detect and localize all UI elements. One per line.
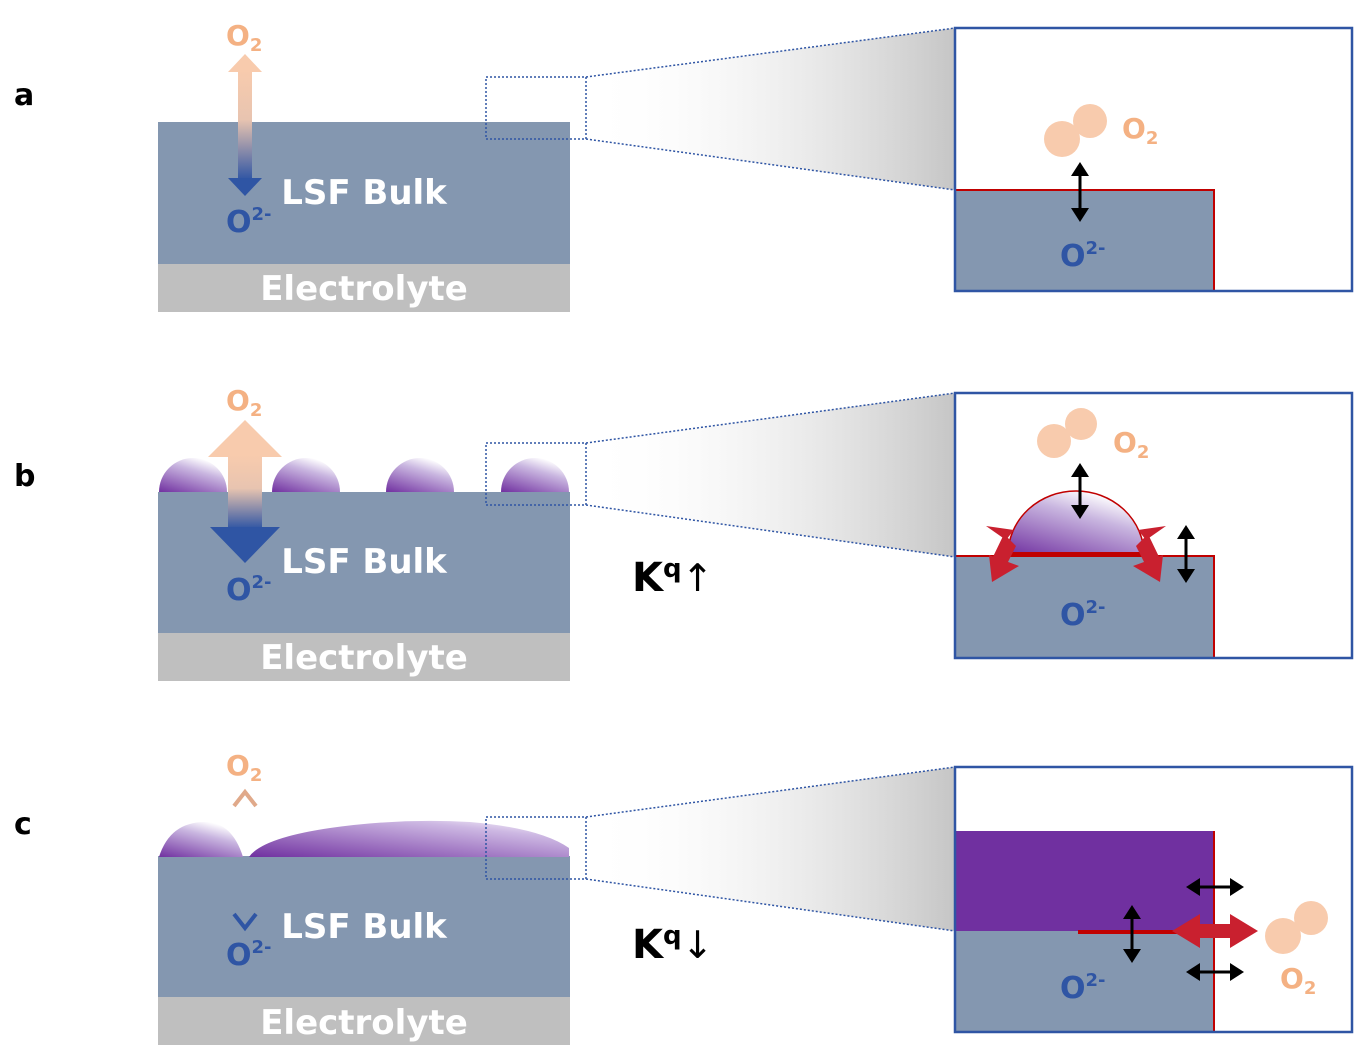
precipitate-dome [159,822,243,857]
oxygen-atom [1265,918,1301,954]
o2-label: O2 [226,384,262,421]
zoom-o2-label: O2 [1113,426,1149,463]
lsf-bulk-block [158,856,570,997]
oxygen-atom [1044,121,1080,157]
electrolyte-label: Electrolyte [260,269,468,309]
electrolyte-block [158,997,570,1045]
bulk-label: LSF Bulk [281,542,448,582]
oxygen-atom [1294,901,1328,935]
panel-a: a LSF Bulk Electrolyte O2 O2- [14,19,1354,312]
kq-label: Kq↓ [632,921,713,968]
oxygen-atom [1073,104,1107,138]
panel-letter: a [14,78,34,113]
kq-label: Kq↑ [632,554,713,601]
zoom-cone [586,28,955,190]
oxide-ion-label: O2- [226,937,272,973]
precipitate-layer [249,820,569,857]
upper-horizontal-arrow [1186,878,1244,896]
electrolyte-label: Electrolyte [260,1003,468,1043]
red-exchange-arrow [1172,914,1258,948]
o2-label: O2 [226,749,262,786]
panel-letter: b [14,459,35,494]
exchange-arrow [228,54,262,196]
precipitate-dome [272,458,340,492]
zoom-oxide-label: O2- [1060,597,1106,633]
zoom-oxide-label: O2- [1060,970,1106,1006]
electrolyte-block [158,633,570,681]
zoom-region [485,442,587,506]
electrolyte-block [158,264,570,312]
panel-c: c LSF Bulk Electrolyte O2 O2- Kq↓ [14,749,1354,1045]
lsf-bulk-block [158,122,570,264]
exchange-arrow [232,788,258,932]
panel-letter: c [14,807,32,842]
zoom-inset: O2 O2- [953,765,1354,1034]
precipitate-dome [386,458,454,492]
zoom-region [485,816,587,880]
zoom-cone [586,767,955,931]
precipitate-dome [501,458,569,492]
oxide-ion-label: O2- [226,204,272,240]
surface-exchange-arrow [1071,463,1089,519]
zoom-region [485,76,587,140]
tpb-exchange-arrow [1177,525,1195,583]
oxide-ion-label: O2- [226,572,272,608]
precipitate-layer [955,831,1214,931]
zoom-inset: O2 O2- [953,391,1354,660]
surface-exchange-arrow [1071,162,1089,222]
zoom-oxide-label: O2- [1060,238,1106,274]
zoom-o2-label: O2 [1122,112,1158,149]
zoom-o2-label: O2 [1280,962,1316,999]
oxygen-atom [1065,408,1097,440]
exchange-arrow [208,420,282,563]
panel-b: b LSF Bulk Electrolyte O2 O2- Kq↑ [14,384,1354,681]
bulk-label: LSF Bulk [281,907,448,947]
zoom-inset: O2 O2- [953,26,1354,293]
bulk-label: LSF Bulk [281,173,448,213]
vertical-exchange-arrow [1123,905,1141,963]
right-red-bend-arrow [1133,526,1166,582]
zoom-cone [586,393,955,557]
o2-label: O2 [226,19,262,56]
lsf-bulk-block [158,492,570,633]
lower-horizontal-arrow [1186,963,1244,981]
oxygen-atom [1037,424,1071,458]
left-red-bend-arrow [986,526,1019,582]
precipitate-dome [159,458,227,492]
electrolyte-label: Electrolyte [260,638,468,678]
